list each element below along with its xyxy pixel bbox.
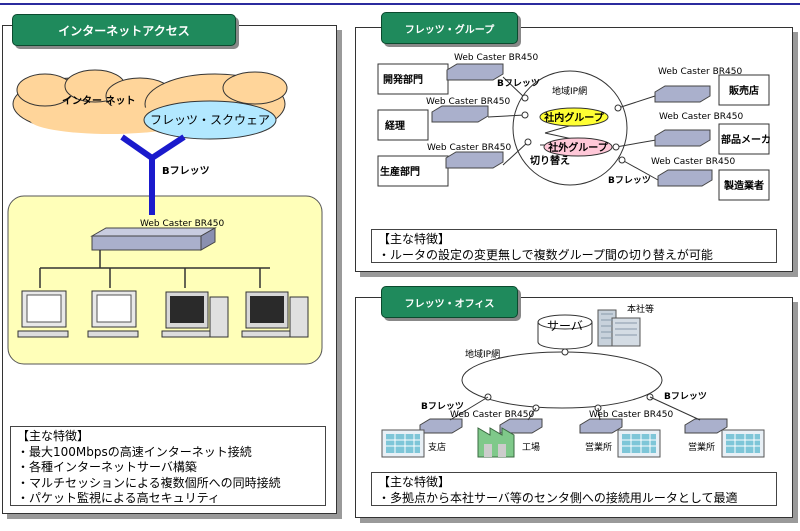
site-label: 開発部門 [383, 73, 423, 86]
factory-building-icon [477, 427, 515, 458]
internet-access-tab: インターネットアクセス [12, 14, 236, 46]
router-label: Web Caster BR450 [454, 53, 538, 63]
server-label: サーバ [547, 319, 583, 333]
flets-office-tab: フレッツ・オフィス [381, 286, 518, 318]
pc-icon-4 [241, 291, 309, 338]
group-inside-ellipse [539, 107, 609, 127]
cloud-flets-square-icon [143, 100, 277, 140]
site-label: 部品メーカ [721, 133, 771, 146]
branch-label: 営業所 [585, 441, 612, 453]
branch-label: 工場 [522, 441, 540, 453]
group-inside-label: 社内グループ [543, 111, 604, 124]
lan-cables [39, 250, 270, 288]
feature-line: ・パケット監視による高セキュリティ [17, 491, 220, 505]
sales-office-building-icon [721, 429, 765, 458]
network-label: 地域IP網 [465, 348, 500, 360]
cloud-internet-label: インター ネット [62, 95, 135, 107]
feature-line: ・最大100Mbpsの高速インターネット接続 [17, 444, 252, 459]
site-label: 販売店 [729, 84, 759, 97]
branch-label: 支店 [428, 441, 446, 453]
feature-line: ・多拠点から本社サーバ等のセンタ側への接続用ルータとして最適 [378, 490, 738, 505]
feature-line: 【主な特徴】 [17, 429, 90, 443]
pc-icon-2 [87, 290, 139, 338]
server-icon [537, 314, 593, 350]
feature-line: 【主な特徴】 [378, 475, 451, 489]
feature-line: ・各種インターネットサーバ構築 [17, 460, 197, 474]
router-label: Web Caster BR450 [427, 143, 511, 153]
hq-label: 本社等 [627, 303, 654, 315]
hq-building-icon [597, 309, 641, 347]
branch-building-icon [381, 429, 425, 458]
site-label: 製造業者 [723, 179, 764, 192]
lan-area [7, 195, 323, 365]
router-label: Web Caster BR450 [450, 410, 534, 420]
branch-label: 営業所 [688, 441, 715, 453]
network-label: 地域IP網 [552, 85, 587, 97]
flets-group-tab: フレッツ・グループ [381, 12, 518, 44]
cloud-flets-label: フレッツ・スクウェア [150, 113, 270, 127]
internet-features-box: 【主な特徴】 ・最大100Mbpsの高速インターネット接続 ・各種インターネット… [10, 426, 326, 506]
router-label: Web Caster BR450 [589, 410, 673, 420]
group-features-box: 【主な特徴】 ・ルータの設定の変更無しで複数グループ間の切り替えが可能 [371, 229, 777, 263]
bflets-link [120, 134, 186, 215]
router-label: Web Caster BR450 [426, 97, 510, 107]
router-label: Web Caster BR450 [140, 219, 224, 229]
bflets-label: Bフレッツ [162, 165, 210, 177]
feature-line: 【主な特徴】 [378, 232, 451, 246]
pc-icon-1 [17, 290, 69, 338]
bflets-label: Bフレッツ [497, 78, 540, 89]
feature-line: ・ルータの設定の変更無しで複数グループ間の切り替えが可能 [378, 247, 713, 262]
bflets-label: Bフレッツ [608, 175, 651, 186]
router-label: Web Caster BR450 [658, 67, 742, 77]
switch-label: 切り替え [530, 154, 570, 167]
sales-office-building-icon [617, 429, 661, 458]
site-label: 経理 [385, 119, 405, 132]
top-rule [0, 3, 800, 5]
feature-line: ・マルチセッションによる複数個所への同時接続 [17, 475, 281, 490]
router-icon [90, 227, 217, 251]
router-label: Web Caster BR450 [651, 157, 735, 167]
bflets-label: Bフレッツ [664, 391, 707, 402]
pc-icon-3 [161, 291, 229, 338]
site-label: 生産部門 [380, 165, 420, 178]
router-label: Web Caster BR450 [659, 112, 743, 122]
group-outside-ellipse [543, 137, 613, 157]
group-outside-label: 社外グループ [547, 141, 608, 154]
office-features-box: 【主な特徴】 ・多拠点から本社サーバ等のセンタ側への接続用ルータとして最適 [371, 472, 777, 506]
bflets-label: Bフレッツ [421, 401, 464, 412]
